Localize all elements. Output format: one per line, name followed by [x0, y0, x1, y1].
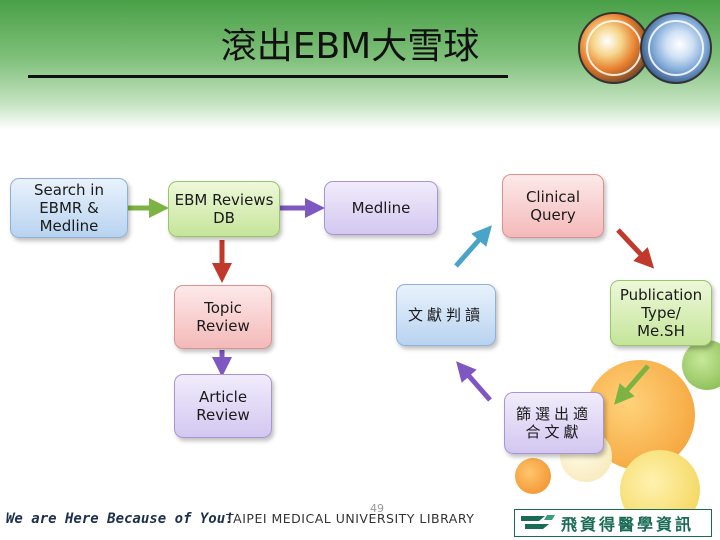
- node-topic-review: Topic Review: [174, 285, 272, 349]
- arrow-publication-to-screen: [614, 364, 650, 405]
- slide-title: 滾出EBM大雪球: [220, 26, 480, 67]
- title-underline: [28, 75, 508, 78]
- arrow-medline-to-clinical: [454, 225, 492, 268]
- node-clinical-query: Clinical Query: [502, 174, 604, 238]
- library-name: TAIPEI MEDICAL UNIVERSITY LIBRARY: [226, 511, 475, 526]
- node-article-review: Article Review: [174, 374, 272, 438]
- page-number: 49: [370, 502, 384, 515]
- green-deco-circle: [682, 340, 720, 390]
- node-ebm-reviews-db: EBM Reviews DB: [168, 181, 280, 237]
- node-search-ebmr-medline: Search in EBMR & Medline: [10, 178, 128, 238]
- footer-tagline: We are Here Because of You!: [6, 511, 234, 527]
- logo-text: 飛資得醫學資訊: [561, 515, 695, 534]
- small-orange-circle: [515, 458, 551, 494]
- lab-photo: [640, 12, 712, 84]
- node-medline: Medline: [324, 181, 438, 235]
- node-literature-reading: 文獻判讀: [396, 284, 496, 346]
- arrow-clinical-to-publication: [616, 228, 655, 269]
- node-screen-literature: 篩選出適 合文獻: [504, 392, 604, 454]
- company-logo: 飛資得醫學資訊: [514, 509, 712, 537]
- node-publication-type-mesh: Publication Type/ Me.SH: [610, 280, 712, 346]
- arrow-screen-to-reading: [456, 361, 492, 402]
- logo-wing-icon: [521, 515, 555, 529]
